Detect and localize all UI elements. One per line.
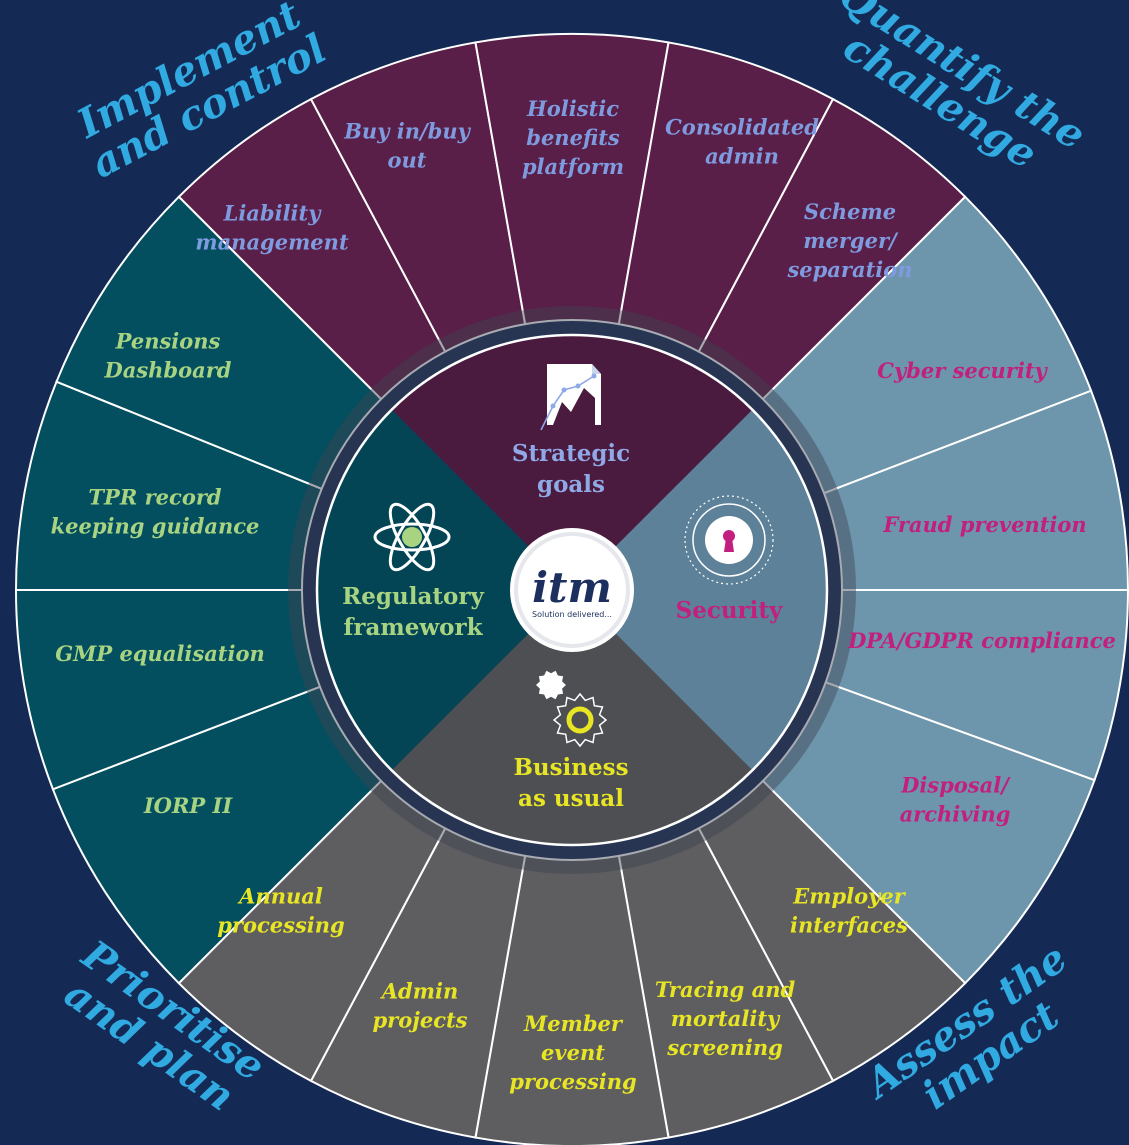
regulatory-segment-label-1: IORP II [143, 793, 233, 818]
security-segment-label-1: Cyber security [877, 358, 1048, 383]
gears-icon [536, 670, 608, 748]
keyhole-icon [684, 495, 774, 585]
outer-ring [14, 33, 1129, 1145]
security-title: Security [676, 597, 783, 624]
logo-tagline: Solution delivered... [532, 610, 612, 619]
security-segment-label-4: Disposal/archiving [900, 773, 1012, 827]
regulatory-segment-4 [55, 195, 383, 491]
inner-ring-border [315, 333, 829, 847]
strategic-quadrant [391, 335, 753, 590]
security-segment-label-3: DPA/GDPR compliance [847, 628, 1116, 653]
bau-quadrant [391, 590, 753, 846]
regulatory-quadrant [316, 409, 572, 771]
logo-text: itm [532, 563, 612, 612]
security-segment-label-2: Fraud prevention [882, 512, 1086, 537]
atom-icon [373, 502, 451, 572]
document-chart-icon [540, 364, 601, 431]
security-quadrant [572, 409, 828, 771]
regulatory-segment-label-2: GMP equalisation [55, 641, 265, 666]
